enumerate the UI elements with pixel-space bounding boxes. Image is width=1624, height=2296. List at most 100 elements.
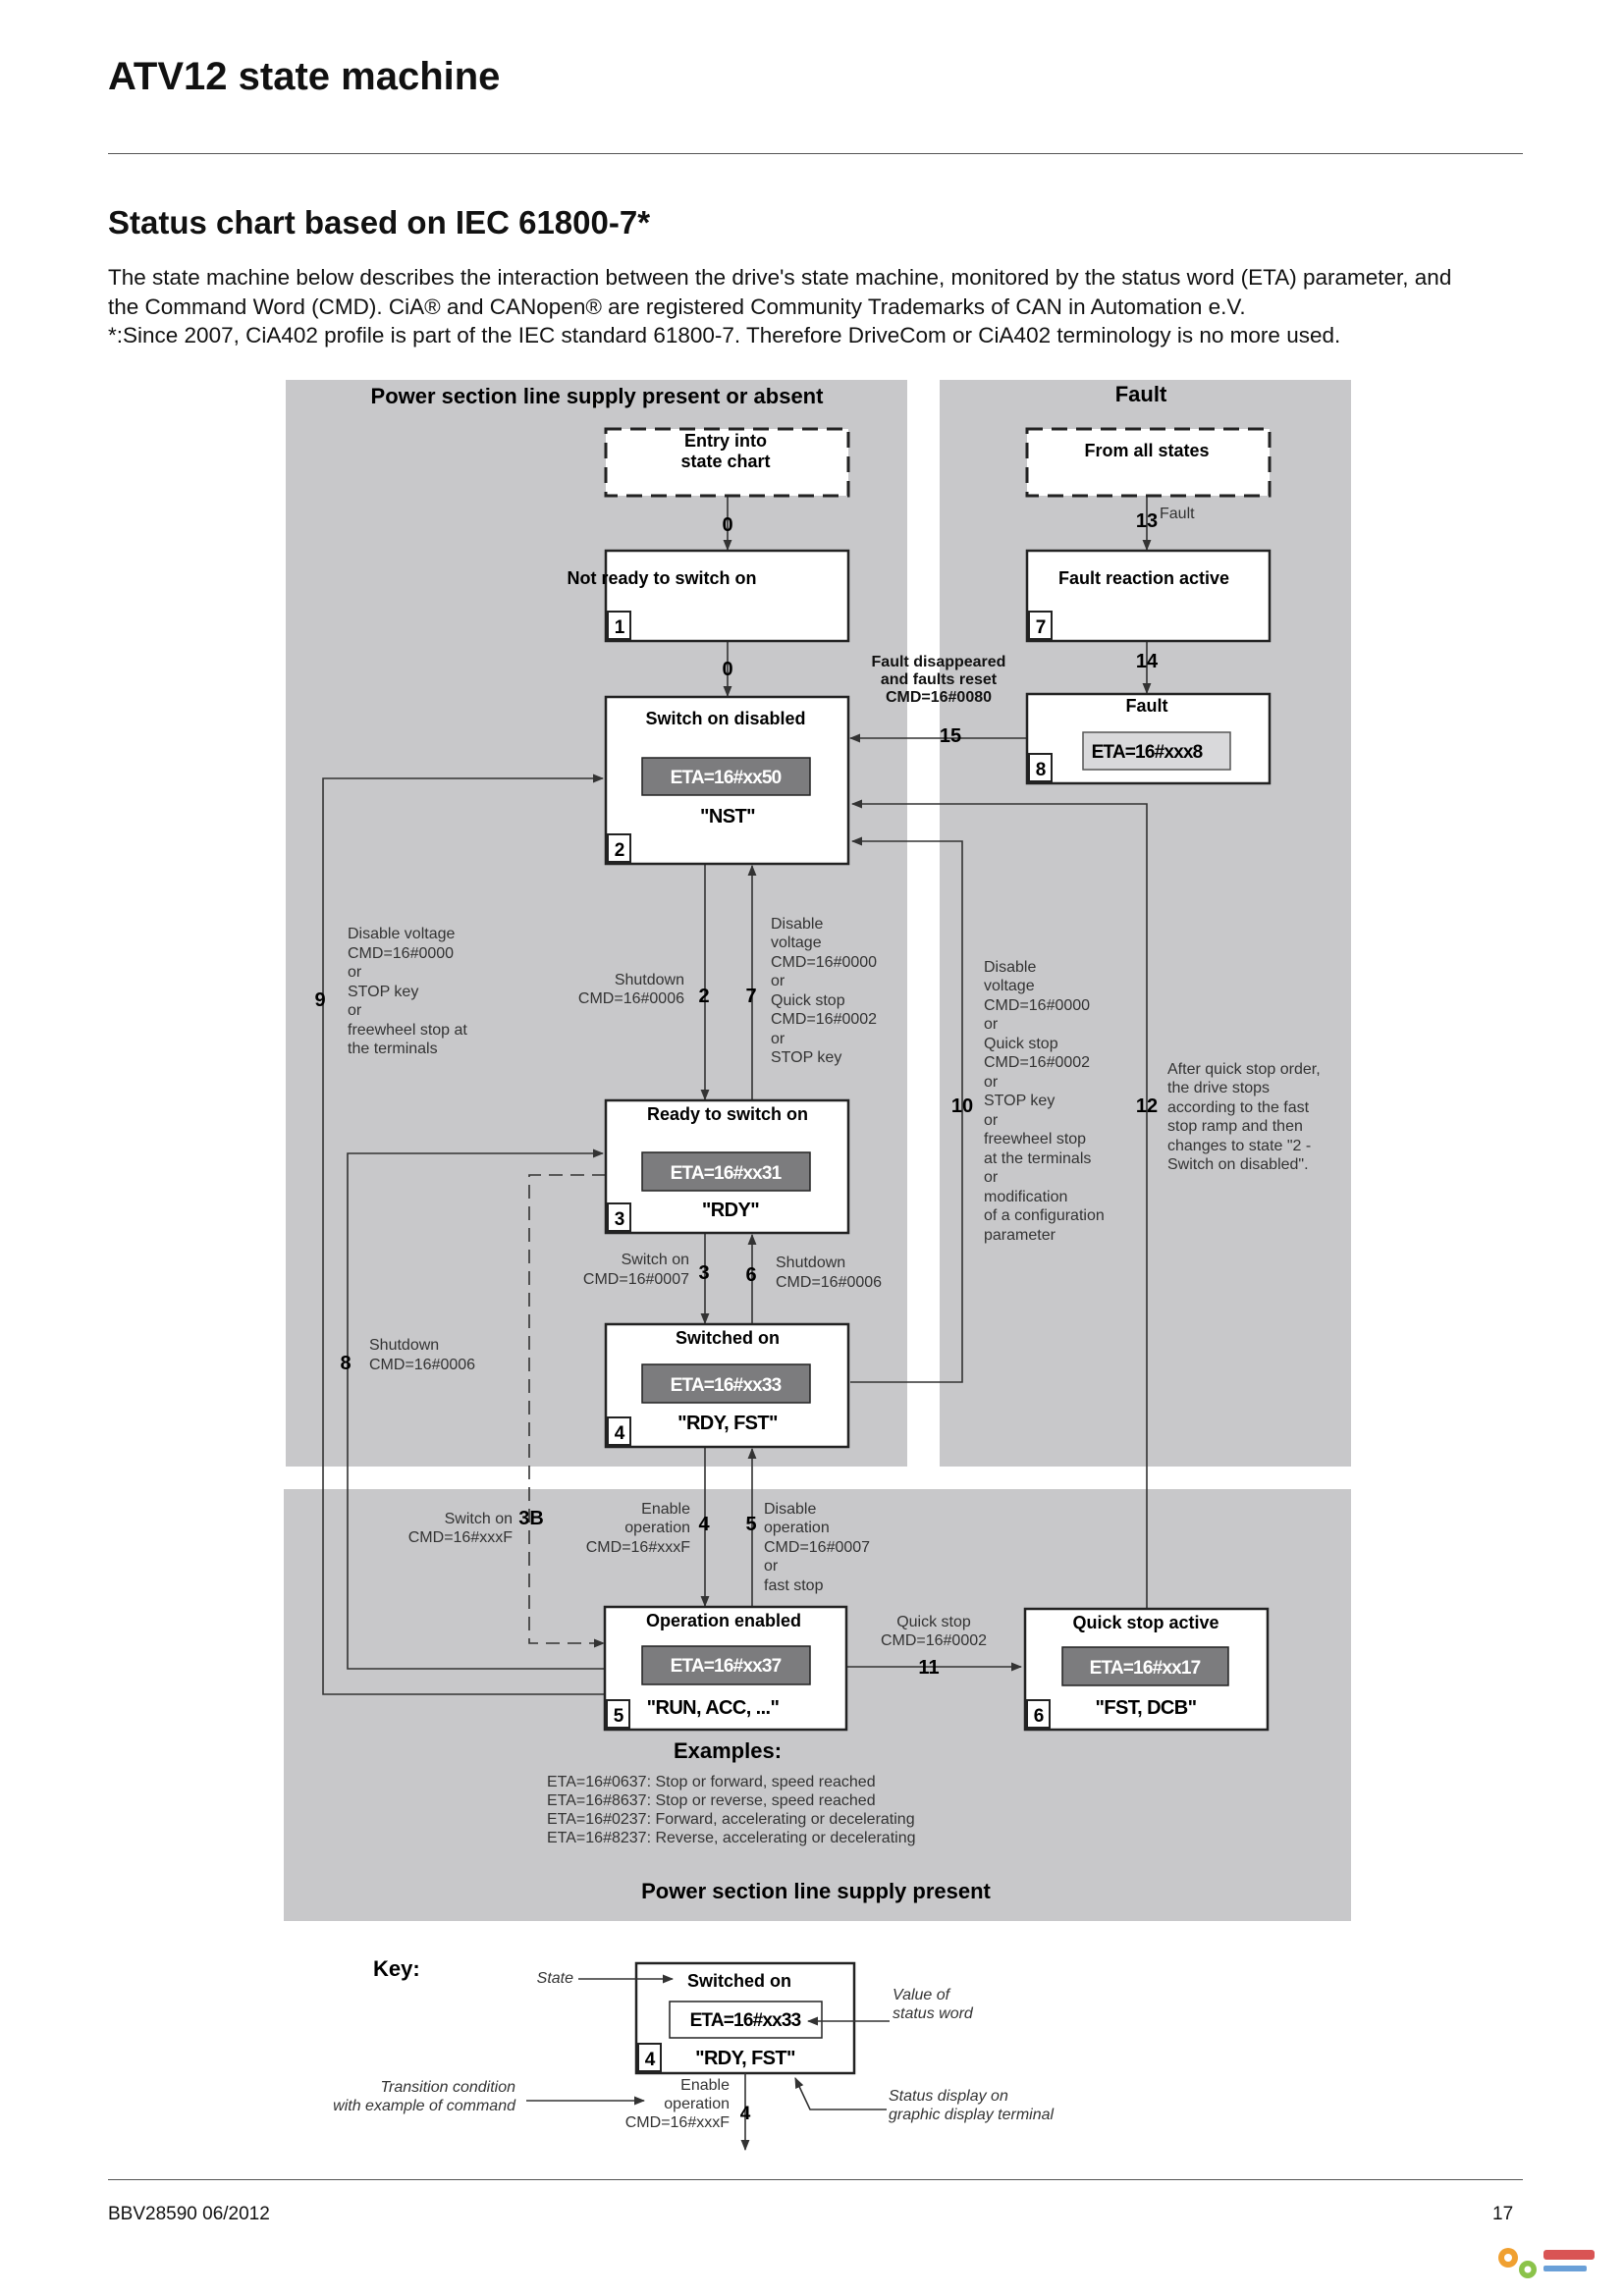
transition-5-condition: Disable operation CMD=16#0007 or fast st… bbox=[764, 1501, 870, 1594]
state-4-eta-value: ETA=16#xx33 bbox=[671, 1375, 782, 1396]
transition-15-condition-line-2: and faults reset bbox=[881, 671, 998, 688]
transition-7-condition-line-1: Disable bbox=[771, 916, 823, 933]
arrow-transition-3b bbox=[528, 1174, 606, 1648]
state-4-number-box bbox=[607, 1416, 631, 1446]
transition-10-condition-line-15: parameter bbox=[984, 1227, 1056, 1244]
state-7-number: 7 bbox=[1036, 617, 1047, 638]
state-6-eta-value: ETA=16#xx17 bbox=[1090, 1658, 1201, 1679]
transition-10-condition-line-12: or bbox=[984, 1169, 999, 1186]
state-1-not-ready bbox=[604, 549, 850, 643]
transition-9-condition-line-4: STOP key bbox=[348, 984, 418, 1000]
transition-10-condition-line-11: at the terminals bbox=[984, 1150, 1091, 1167]
key-box-title: Switched on bbox=[687, 1971, 791, 1991]
key-title: Key: bbox=[373, 1956, 420, 1981]
key-cmd-number: 4 bbox=[740, 2104, 751, 2124]
key-cmd-line-3: CMD=16#xxxF bbox=[625, 2114, 730, 2131]
transition-10-condition-line-10: freewheel stop bbox=[984, 1131, 1086, 1148]
transition-14-number: 14 bbox=[1136, 651, 1159, 672]
transition-2-condition-line-2: CMD=16#0006 bbox=[578, 990, 684, 1007]
transition-8-condition-line-1: Shutdown bbox=[369, 1337, 439, 1354]
transition-10-condition-line-7: or bbox=[984, 1074, 999, 1091]
transition-10-number: 10 bbox=[951, 1095, 973, 1117]
state-3-eta-badge bbox=[641, 1151, 811, 1192]
footer-divider bbox=[108, 2179, 1523, 2180]
examples-title: Examples: bbox=[674, 1738, 782, 1763]
state-8-title: Fault bbox=[1126, 696, 1168, 716]
transition-12-condition-line-2: the drive stops bbox=[1167, 1080, 1270, 1096]
transition-13-condition: Fault bbox=[1160, 506, 1195, 522]
transition-4-number: 4 bbox=[698, 1514, 710, 1535]
state-6-eta-badge bbox=[1061, 1646, 1229, 1686]
key-cmd-line-1: Enable bbox=[680, 2077, 730, 2094]
state-4-number: 4 bbox=[615, 1423, 625, 1444]
state-4-display: "RDY, FST" bbox=[677, 1413, 778, 1434]
transition-4-condition-line-2: operation bbox=[624, 1520, 690, 1536]
example-line-3: ETA=16#0237: Forward, accelerating or de… bbox=[547, 1811, 915, 1828]
transition-11-condition-line-1: Quick stop bbox=[896, 1614, 971, 1630]
page-title: ATV12 state machine bbox=[108, 55, 501, 98]
key-eta-badge bbox=[669, 2001, 823, 2039]
state-8-number: 8 bbox=[1036, 760, 1047, 780]
state-6-title: Quick stop active bbox=[1072, 1613, 1218, 1632]
transition-10-condition-line-2: voltage bbox=[984, 978, 1035, 994]
transition-7-condition-line-7: or bbox=[771, 1031, 785, 1047]
transition-5-condition-line-5: fast stop bbox=[764, 1577, 824, 1594]
transition-7-condition-line-2: voltage bbox=[771, 934, 822, 951]
document-reference: BBV28590 06/2012 bbox=[108, 2204, 270, 2224]
transition-9-condition-line-6: freewheel stop at bbox=[348, 1022, 467, 1039]
state-5-title: Operation enabled bbox=[646, 1611, 801, 1630]
state-5-number: 5 bbox=[614, 1706, 624, 1727]
state-7-fault-reaction bbox=[1025, 549, 1272, 643]
state-entry-label-line-2: state chart bbox=[680, 452, 770, 471]
arrow-transition-12 bbox=[850, 799, 1148, 1608]
transition-9-condition-line-2: CMD=16#0000 bbox=[348, 945, 454, 962]
section-title: Status chart based on IEC 61800-7* bbox=[108, 204, 651, 240]
transition-10-condition-line-9: or bbox=[984, 1112, 999, 1129]
state-5-eta-badge bbox=[641, 1645, 811, 1685]
key-box-display: "RDY, FST" bbox=[695, 2048, 795, 2069]
transition-5-condition-line-2: operation bbox=[764, 1520, 830, 1536]
state-4-eta-badge bbox=[641, 1363, 811, 1404]
state-8-eta-badge bbox=[1082, 731, 1231, 771]
transition-5-condition-line-4: or bbox=[764, 1558, 779, 1575]
arrow-transition-8 bbox=[347, 1148, 606, 1670]
transition-9-condition-line-5: or bbox=[348, 1002, 362, 1019]
transition-4-condition-line-1: Enable bbox=[641, 1501, 690, 1518]
page-number: 17 bbox=[1492, 2204, 1514, 2224]
state-5-eta-value: ETA=16#xx37 bbox=[671, 1656, 782, 1677]
key-transition-label-line-2: with example of command bbox=[333, 2098, 516, 2114]
state-8-eta-value: ETA=16#xxx8 bbox=[1092, 742, 1203, 763]
transition-3-condition-line-2: CMD=16#0007 bbox=[583, 1271, 689, 1288]
transition-5-number: 5 bbox=[745, 1514, 756, 1535]
transition-6-condition-line-2: CMD=16#0006 bbox=[776, 1274, 882, 1291]
transition-3b-condition-line-1: Switch on bbox=[445, 1511, 513, 1527]
transition-9-condition-line-7: the terminals bbox=[348, 1041, 438, 1057]
key-transition-label-line-1: Transition condition bbox=[380, 2079, 515, 2096]
transition-10-condition-line-4: or bbox=[984, 1016, 999, 1033]
state-6-number-box bbox=[1026, 1699, 1051, 1729]
state-2-eta-badge bbox=[641, 757, 811, 796]
transition-7-condition-line-8: STOP key bbox=[771, 1049, 841, 1066]
state-3-number-box bbox=[607, 1202, 631, 1232]
state-2-title: Switch on disabled bbox=[645, 709, 805, 728]
transition-3b-number: 3B bbox=[518, 1508, 544, 1529]
region-fault bbox=[940, 380, 1351, 1467]
state-entry bbox=[604, 427, 850, 498]
transition-12-number: 12 bbox=[1136, 1095, 1158, 1117]
state-6-number: 6 bbox=[1034, 1706, 1045, 1727]
state-5-number-box bbox=[606, 1699, 630, 1729]
transition-11-condition-line-2: CMD=16#0002 bbox=[881, 1632, 987, 1649]
state-2-eta-value: ETA=16#xx50 bbox=[671, 768, 782, 788]
transition-10-condition-line-5: Quick stop bbox=[984, 1036, 1058, 1052]
transition-10-condition-line-14: of a configuration bbox=[984, 1207, 1105, 1224]
transition-0b-number: 0 bbox=[722, 659, 732, 680]
transition-12-condition: After quick stop order, the drive stops … bbox=[1167, 1061, 1321, 1173]
state-from-all-label: From all states bbox=[1084, 441, 1209, 460]
transition-15-number: 15 bbox=[940, 725, 961, 747]
transition-15-condition-line-1: Fault disappeared bbox=[872, 654, 1006, 670]
transition-11-number: 11 bbox=[918, 1657, 939, 1679]
key-display-label-line-2: graphic display terminal bbox=[889, 2107, 1055, 2123]
transition-6-number: 6 bbox=[745, 1264, 756, 1286]
intro-line-2: the Command Word (CMD). CiA® and CANopen… bbox=[108, 294, 1246, 319]
